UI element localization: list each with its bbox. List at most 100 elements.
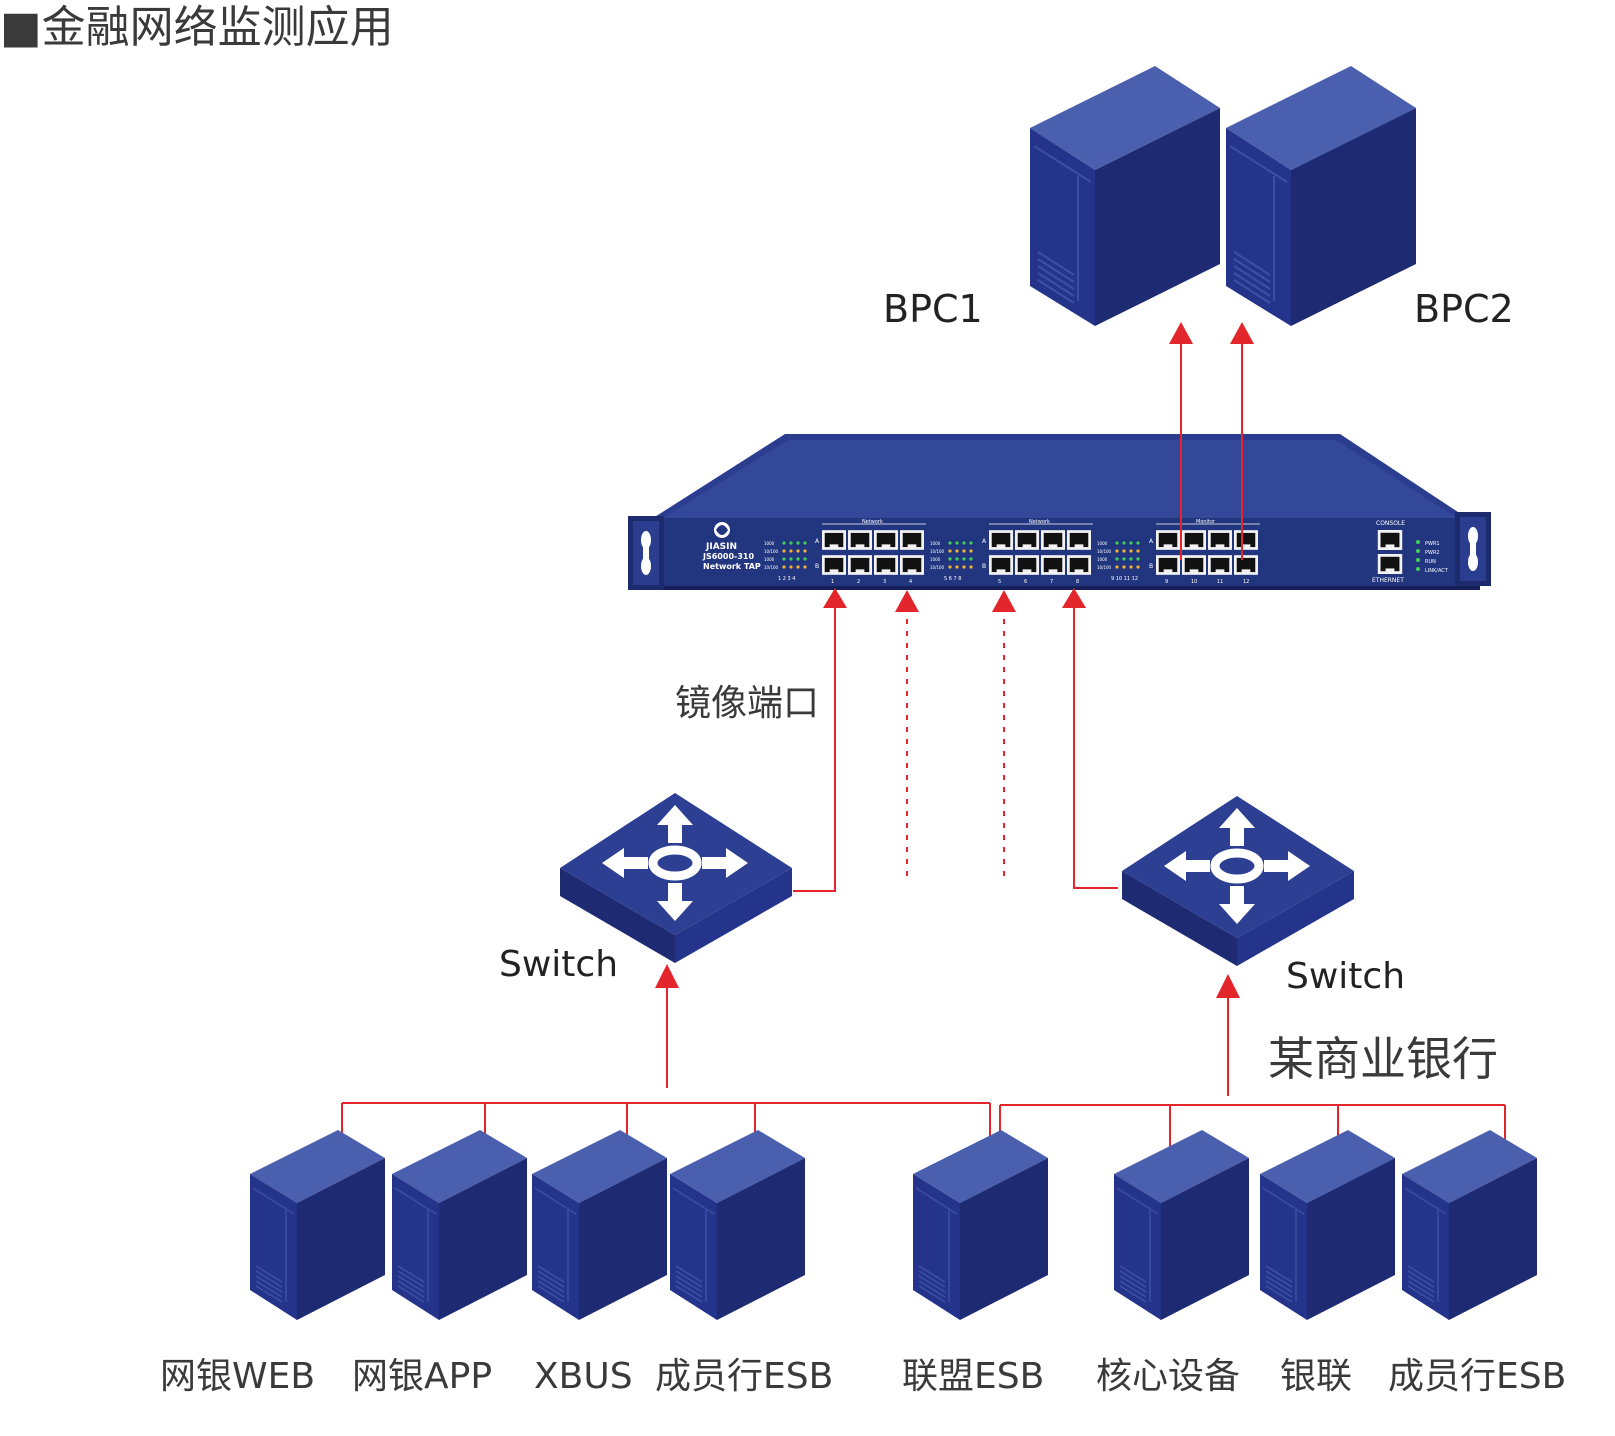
led-pwr1: PWR1 (1425, 541, 1440, 547)
tap-port-b-8[interactable] (1067, 555, 1091, 575)
port-led (782, 549, 786, 553)
tap-port-a-8[interactable] (1067, 530, 1091, 550)
port-led (789, 565, 793, 569)
led-linkact: LINK/ACT (1425, 568, 1449, 574)
tap-port-a-12[interactable] (1234, 530, 1258, 550)
port-led (1136, 557, 1140, 561)
right-switch-icon (1122, 796, 1354, 966)
tap-model: JS6000-310 (702, 552, 754, 561)
tap-port-a-7[interactable] (1041, 530, 1065, 550)
port-led (962, 557, 966, 561)
port-led (1115, 557, 1119, 561)
port-led (1129, 541, 1133, 545)
arrow-up-port4 (895, 590, 919, 612)
speed-label: 10/100 (930, 565, 945, 570)
port-led (1129, 549, 1133, 553)
bank-label: 某商业银行 (1268, 1032, 1498, 1086)
tap-port-a-9[interactable] (1156, 530, 1180, 550)
server-label-xbus: XBUS (534, 1356, 633, 1397)
port-number: 12 (1243, 579, 1249, 585)
speed-label: 10/100 (930, 549, 945, 554)
port-led (789, 557, 793, 561)
tap-port-a-4[interactable] (900, 530, 924, 550)
server-icon-app (392, 1130, 527, 1320)
server-icon-member-esb-1 (670, 1130, 805, 1320)
ethernet-port[interactable] (1377, 554, 1403, 574)
left-switch-icon (560, 793, 792, 963)
port-led (803, 541, 807, 545)
port-led (796, 549, 800, 553)
tap-port-b-1[interactable] (822, 555, 846, 575)
port-led (948, 541, 952, 545)
port-led (948, 557, 952, 561)
port-led (969, 565, 973, 569)
port-number: 7 (1050, 579, 1053, 585)
tap-port-b-11[interactable] (1208, 555, 1232, 575)
tap-port-b-9[interactable] (1156, 555, 1180, 575)
arrow-up-port8 (1062, 588, 1086, 608)
port-led (1122, 541, 1126, 545)
port-led (969, 557, 973, 561)
port-led (789, 541, 793, 545)
tap-port-a-10[interactable] (1182, 530, 1206, 550)
port-led (969, 541, 973, 545)
server-label-alliance-esb: 联盟ESB (902, 1356, 1044, 1397)
port-led (962, 549, 966, 553)
led-pwr2: PWR2 (1425, 550, 1440, 556)
port-led (796, 565, 800, 569)
speed-label: 1000 (764, 541, 775, 546)
tap-port-a-11[interactable] (1208, 530, 1232, 550)
tap-port-b-2[interactable] (848, 555, 872, 575)
speed-label: 10/100 (1097, 565, 1112, 570)
tap-port-b-4[interactable] (900, 555, 924, 575)
tap-type: Network TAP (703, 562, 761, 571)
speed-label: 10/100 (764, 549, 779, 554)
arrowheads (655, 322, 1254, 998)
port-led (1129, 557, 1133, 561)
bpc2-label: BPC2 (1414, 287, 1514, 331)
tap-port-a-5[interactable] (989, 530, 1013, 550)
led-run: RUN (1425, 559, 1436, 565)
port-led (803, 549, 807, 553)
speed-label: 1000 (930, 557, 941, 562)
tap-port-a-2[interactable] (848, 530, 872, 550)
tap-port-b-7[interactable] (1041, 555, 1065, 575)
port-number: 6 (1024, 579, 1027, 585)
server-label-unionpay: 银联 (1280, 1356, 1352, 1397)
port-number: 1 (831, 579, 834, 585)
console-port[interactable] (1377, 530, 1403, 550)
speed-label: 10/100 (764, 565, 779, 570)
console-label: CONSOLE (1376, 520, 1405, 527)
tap-port-a-1[interactable] (822, 530, 846, 550)
port-number: 3 (883, 579, 886, 585)
bpc1-server-icon (1030, 66, 1220, 326)
server-icon-member-esb-2 (1402, 1130, 1537, 1320)
speed-label: 1000 (764, 557, 775, 562)
arrow-up-port1 (823, 588, 847, 608)
port-led (796, 557, 800, 561)
port-led (948, 565, 952, 569)
led-numbers: 5 6 7 8 (944, 576, 962, 582)
status-leds: PWR1 PWR2 RUN LINK/ACT (1416, 540, 1449, 574)
port-group-label: Network (1029, 519, 1050, 525)
port-led (955, 541, 959, 545)
row-a-label: A (982, 538, 987, 545)
link-left-switch-tap (793, 602, 836, 892)
arrow-up-port5 (992, 590, 1016, 612)
server-label-core: 核心设备 (1096, 1356, 1240, 1397)
port-led (1136, 565, 1140, 569)
tap-port-b-12[interactable] (1234, 555, 1258, 575)
ethernet-label: ETHERNET (1372, 577, 1404, 584)
network-tap-device: JIASIN JS6000-310 Network TAP NetworkAB1… (628, 434, 1491, 590)
tap-port-b-3[interactable] (874, 555, 898, 575)
speed-label: 1000 (1097, 541, 1108, 546)
tap-port-b-5[interactable] (989, 555, 1013, 575)
tap-port-b-10[interactable] (1182, 555, 1206, 575)
tap-port-a-3[interactable] (874, 530, 898, 550)
tap-port-b-6[interactable] (1015, 555, 1039, 575)
port-led (1122, 557, 1126, 561)
tap-port-a-6[interactable] (1015, 530, 1039, 550)
port-led (789, 549, 793, 553)
